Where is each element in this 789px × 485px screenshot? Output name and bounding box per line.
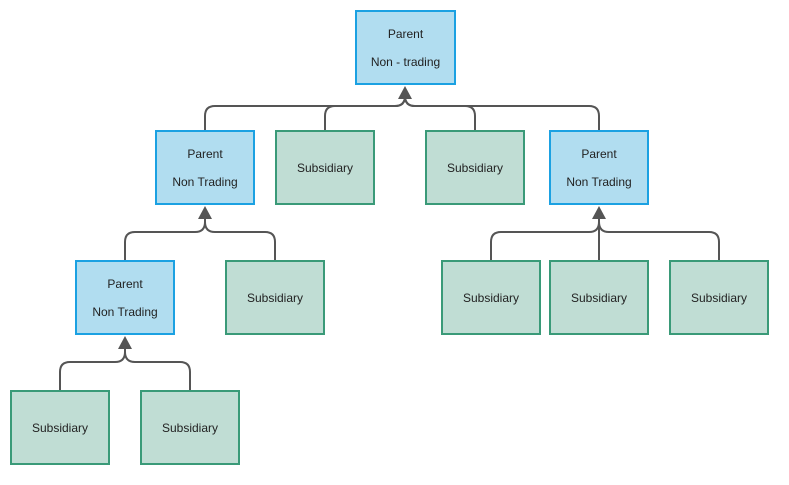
arrowhead-left-parent	[198, 206, 212, 219]
subsidiary-label: Subsidiary	[246, 290, 304, 305]
parent-node-title: Parent	[107, 276, 143, 291]
connector-right-parent-to-top	[404, 88, 600, 130]
parent-node-lower-left: Parent Non Trading	[75, 260, 175, 335]
subsidiary-node: Subsidiary	[669, 260, 769, 335]
connector-sub-a-to-top	[324, 88, 406, 130]
subsidiary-node: Subsidiary	[425, 130, 525, 205]
subsidiary-label: Subsidiary	[446, 160, 504, 175]
parent-node-right: Parent Non Trading	[549, 130, 649, 205]
subsidiary-node: Subsidiary	[441, 260, 541, 335]
parent-node-type: Non Trading	[566, 174, 632, 189]
connector-sub-f-to-right	[490, 214, 600, 260]
subsidiary-label: Subsidiary	[161, 420, 219, 435]
arrowhead-top-parent	[398, 86, 412, 99]
subsidiary-label: Subsidiary	[690, 290, 748, 305]
subsidiary-node: Subsidiary	[10, 390, 110, 465]
subsidiary-label: Subsidiary	[462, 290, 520, 305]
connector-left-parent-to-top	[204, 88, 406, 130]
subsidiary-node: Subsidiary	[549, 260, 649, 335]
subsidiary-label: Subsidiary	[31, 420, 89, 435]
parent-node-title: Parent	[581, 146, 617, 161]
subsidiary-node: Subsidiary	[140, 390, 240, 465]
parent-node-title: Parent	[187, 146, 223, 161]
connector-sub-c-to-left	[204, 214, 276, 260]
connector-sub-e-to-lower-left	[124, 344, 191, 390]
parent-node-type: Non Trading	[92, 304, 158, 319]
arrowhead-lower-left-parent	[118, 336, 132, 349]
connector-sub-h-to-right	[598, 214, 720, 260]
arrowhead-right-parent	[592, 206, 606, 219]
parent-node-top: Parent Non - trading	[355, 10, 456, 85]
connector-sub-b-to-top	[404, 88, 476, 130]
connector-lower-left-parent-to-left	[124, 214, 206, 260]
subsidiary-label: Subsidiary	[296, 160, 354, 175]
parent-node-left: Parent Non Trading	[155, 130, 255, 205]
subsidiary-node: Subsidiary	[225, 260, 325, 335]
subsidiary-node: Subsidiary	[275, 130, 375, 205]
parent-node-title: Parent	[387, 26, 424, 41]
connector-sub-d-to-lower-left	[59, 344, 126, 390]
parent-node-type: Non Trading	[172, 174, 238, 189]
subsidiary-label: Subsidiary	[570, 290, 628, 305]
parent-node-type: Non - trading	[370, 54, 441, 69]
